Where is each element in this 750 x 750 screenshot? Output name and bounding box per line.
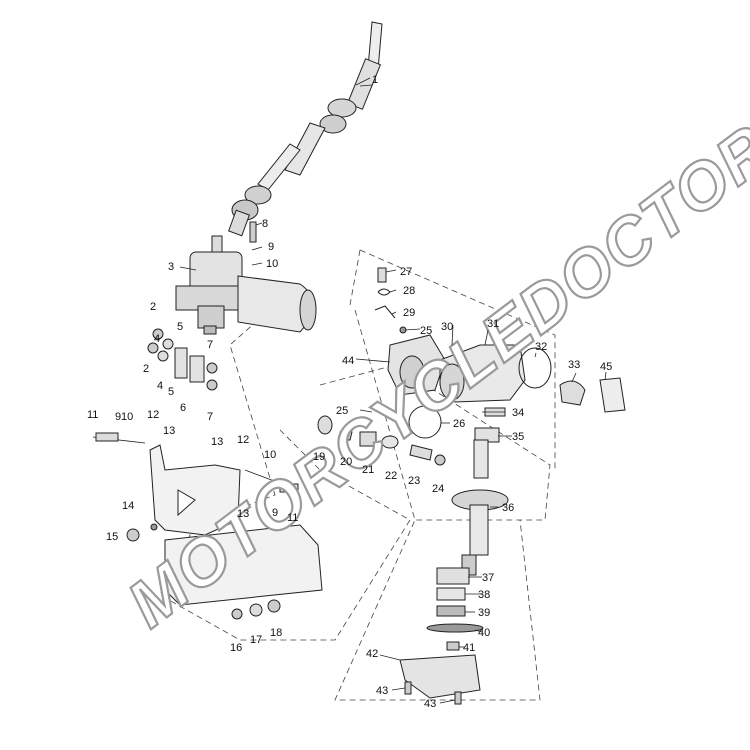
callout-1: 1	[372, 74, 378, 86]
fasteners-left	[147, 221, 257, 391]
callout-11: 11	[287, 512, 298, 524]
callout-29: 29	[403, 307, 415, 319]
callout-10: 10	[264, 449, 276, 461]
callout-40: 40	[478, 627, 490, 639]
callout-10: 10	[121, 411, 133, 423]
callout-4: 4	[157, 380, 163, 392]
callout-12: 12	[237, 434, 249, 446]
callout-14: 14	[122, 500, 134, 512]
callout-7: 7	[207, 411, 213, 423]
gear-housing-assembly	[374, 267, 626, 413]
callout-15: 15	[106, 531, 118, 543]
callout-12: 12	[147, 409, 159, 421]
callout-9: 9	[115, 411, 121, 423]
callout-11: 11	[87, 409, 98, 421]
callout-35: 35	[512, 431, 524, 443]
callout-13: 13	[163, 425, 175, 437]
callout-13: 13	[211, 436, 223, 448]
watermark-text: MOTORCYCLEDOCTOR	[114, 110, 750, 641]
callout-10: 10	[266, 258, 278, 270]
callout-45: 45	[600, 361, 612, 373]
callout-28: 28	[403, 285, 415, 297]
callout-33: 33	[568, 359, 580, 371]
callout-22: 22	[385, 470, 397, 482]
callout-19: 19	[313, 451, 325, 463]
callout-21: 21	[362, 464, 374, 476]
callout-38: 38	[478, 589, 490, 601]
callout-37: 37	[482, 572, 494, 584]
callout-17: 17	[250, 634, 262, 646]
callout-3: 3	[168, 261, 174, 273]
steering-gear-motor	[175, 235, 317, 335]
callout-6: 6	[180, 402, 186, 414]
callout-16: 16	[230, 642, 242, 654]
callout-31: 31	[487, 318, 499, 330]
callout-34: 34	[512, 407, 524, 419]
callout-5: 5	[177, 321, 183, 333]
callout-7: 7	[207, 339, 213, 351]
callout-9: 9	[268, 241, 274, 253]
callout-39: 39	[478, 607, 490, 619]
callout-36: 36	[502, 502, 514, 514]
callout-26: 26	[453, 418, 465, 430]
callout-9: 9	[272, 507, 278, 519]
callout-32: 32	[535, 341, 547, 353]
callout-5: 5	[168, 386, 174, 398]
callout-23: 23	[408, 475, 420, 487]
callout-4: 4	[154, 333, 160, 345]
steering-shaft	[228, 21, 383, 237]
callout-27: 27	[400, 266, 412, 278]
callout-13: 13	[237, 508, 249, 520]
callout-25: 25	[336, 405, 348, 417]
callout-8: 8	[262, 218, 268, 230]
callout-44: 44	[342, 355, 354, 367]
callout-18: 18	[270, 627, 282, 639]
callout-30: 30	[441, 321, 453, 333]
callout-labels: 1 2 2 3 4 4 5 5 6 7 7 8 9 9 9 10 10 10 1…	[87, 74, 612, 710]
callout-43: 43	[376, 685, 388, 697]
callout-42: 42	[366, 648, 378, 660]
callout-24: 24	[432, 483, 444, 495]
assembly-boundary-lines	[159, 249, 556, 701]
leader-lines	[179, 77, 607, 704]
callout-2: 2	[143, 363, 149, 375]
callout-43: 43	[424, 698, 436, 710]
callout-41: 41	[463, 642, 475, 654]
callout-25: 25	[420, 325, 432, 337]
mounting-bracket	[92, 432, 323, 620]
callout-20: 20	[340, 456, 352, 468]
input-shaft-and-bearings	[317, 405, 509, 705]
callout-2: 2	[150, 301, 156, 313]
